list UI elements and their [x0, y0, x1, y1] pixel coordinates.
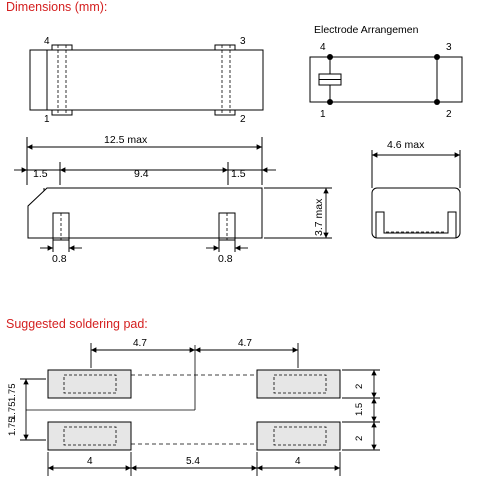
dim-pin-pitch-label: 9.4: [134, 168, 149, 180]
dim-pin-width-left-label: 0.8: [52, 253, 67, 265]
side-view: [26, 137, 332, 252]
dim-top-right-span-label: 4.7: [238, 338, 252, 349]
electrode-pin-2-label: 2: [446, 109, 452, 120]
electrode-arrangement-label: Electrode Arrangemen: [314, 24, 419, 36]
electrode-outline: [309, 56, 463, 103]
pad-top-right: [256, 369, 341, 399]
top-view-pad-4: [51, 44, 73, 51]
dim-height-label: 3.7 max: [313, 198, 325, 236]
dim-right-mid-label: 1.5: [354, 403, 365, 416]
electrode-schematic: [309, 56, 463, 103]
top-view: [29, 44, 264, 116]
dim-bottom-mid-label: 5.4: [186, 456, 200, 467]
dim-right-lower-label: 2: [354, 436, 365, 441]
dimensions-title: Dimensions (mm):: [6, 0, 108, 14]
dim-left-upper-label: 1.75: [7, 384, 18, 403]
top-view-body: [29, 49, 264, 111]
electrode-nodes: [327, 54, 440, 105]
soldering-pad-dimensions: [20, 343, 380, 476]
dim-pin-width-right-label: 0.8: [218, 253, 233, 265]
pad-bottom-left: [47, 421, 132, 451]
soldering-pad-layout: [26, 345, 341, 451]
dim-overall-length-label: 12.5 max: [104, 134, 148, 146]
top-view-pad-3: [214, 44, 236, 51]
pad-top-left: [47, 369, 132, 399]
end-view-body: [371, 187, 461, 239]
dim-left-lower-label: 1.75: [7, 418, 18, 437]
dim-bottom-right-label: 4: [295, 456, 301, 467]
top-view-pin-4-label: 4: [44, 36, 50, 47]
dim-end-width-label: 4.6 max: [387, 139, 425, 151]
electrode-pin-3-label: 3: [446, 42, 452, 53]
dim-top-left-span-label: 4.7: [133, 338, 147, 349]
top-view-pin-1-label: 1: [44, 114, 50, 125]
electrode-pin-4-label: 4: [320, 42, 326, 53]
side-view-body: [27, 187, 263, 239]
side-view-dimensions: [14, 144, 329, 251]
top-view-pin-3-label: 3: [240, 36, 246, 47]
top-view-pad-1: [51, 109, 73, 116]
end-view: [371, 150, 461, 239]
electrode-pin-1-label: 1: [320, 109, 326, 120]
top-view-pad-2: [214, 109, 236, 116]
top-view-pin-2-label: 2: [240, 114, 246, 125]
dim-left-mid-label: 1.75: [7, 402, 18, 421]
dim-right-upper-label: 2: [354, 384, 365, 389]
dim-bottom-left-label: 4: [87, 456, 93, 467]
soldering-pad-title: Suggested soldering pad:: [6, 317, 148, 331]
dim-right-margin-label: 1.5: [231, 168, 246, 180]
dim-left-margin-label: 1.5: [33, 168, 48, 180]
pad-bottom-right: [256, 421, 341, 451]
